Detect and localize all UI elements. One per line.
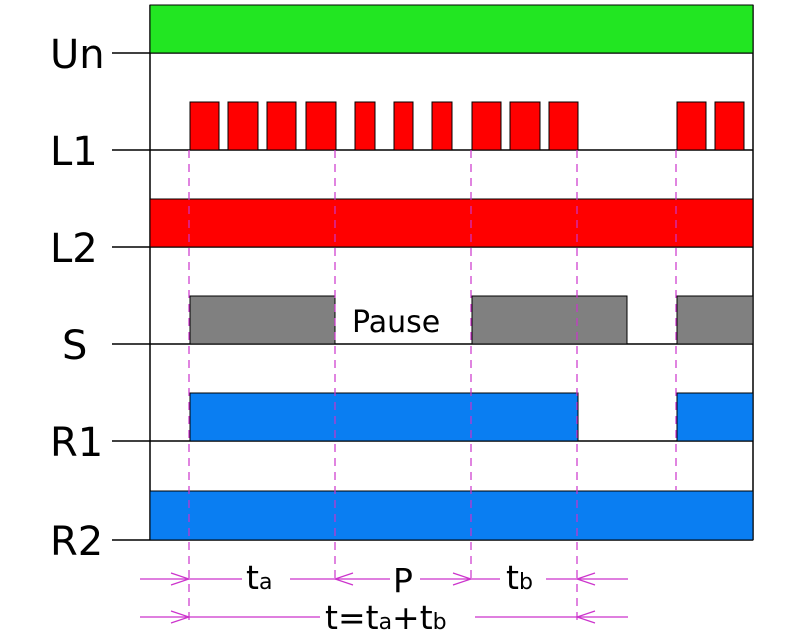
dim-ta: ta: [246, 558, 272, 597]
l1-pulse: [227, 101, 259, 151]
l1-pulse: [471, 101, 502, 151]
arrow-right-icon: [170, 610, 191, 624]
dim-total-eq: =: [338, 598, 366, 637]
l1-pulse: [509, 101, 541, 151]
arrow-left-icon: [575, 572, 596, 586]
s-pulse: [189, 295, 336, 345]
dim-ta-sub: a: [259, 570, 272, 595]
arrow-right-icon: [170, 572, 191, 586]
l1-pulse: [305, 101, 337, 151]
dim-total-t: t: [325, 598, 338, 637]
dim-total-plus: +: [392, 598, 420, 637]
row-label-un: Un: [50, 32, 105, 78]
dim-total: t=ta+tb: [325, 598, 447, 637]
l1-pulse: [431, 101, 453, 151]
dim-tb-main: t: [506, 558, 519, 597]
row-label-l2: L2: [50, 226, 98, 272]
un-signal: [149, 4, 754, 54]
r1-signal: [189, 392, 754, 442]
s-pulse: [676, 295, 754, 345]
row-label-r1: R1: [50, 420, 103, 466]
dim-ta-main: t: [246, 558, 259, 597]
row-label-r2: R2: [50, 519, 103, 565]
l1-pulses: [189, 101, 745, 151]
dim-tb-sub: b: [519, 570, 533, 595]
l1-pulse: [354, 101, 376, 151]
dim-p: P: [393, 561, 413, 600]
row-label-s: S: [62, 323, 87, 369]
s-signal: [189, 295, 754, 345]
arrow-left-icon: [333, 572, 354, 586]
s-pulse: [471, 295, 628, 345]
pause-label: Pause: [352, 305, 440, 340]
dim-tb: tb: [506, 558, 533, 597]
dim-total-sub2: b: [433, 610, 447, 635]
l1-pulse: [393, 101, 414, 151]
r1-pulse: [189, 392, 579, 442]
r1-pulse: [676, 392, 754, 442]
r2-signal: [149, 490, 754, 541]
l1-pulse: [548, 101, 579, 151]
l1-pulse: [676, 101, 707, 151]
l1-pulse: [714, 101, 745, 151]
l2-signal: [149, 198, 754, 248]
arrow-right-icon: [452, 572, 473, 586]
dimension-row-1: [140, 572, 628, 586]
dim-total-t1: t: [366, 598, 379, 637]
dimension-row-2: [140, 610, 628, 624]
l1-pulse: [189, 101, 220, 151]
arrow-left-icon: [575, 610, 596, 624]
guide-lines: [188, 150, 677, 622]
dim-total-sub1: a: [379, 610, 392, 635]
row-label-l1: L1: [50, 129, 98, 175]
l1-pulse: [266, 101, 297, 151]
dim-total-t2: t: [420, 598, 433, 637]
